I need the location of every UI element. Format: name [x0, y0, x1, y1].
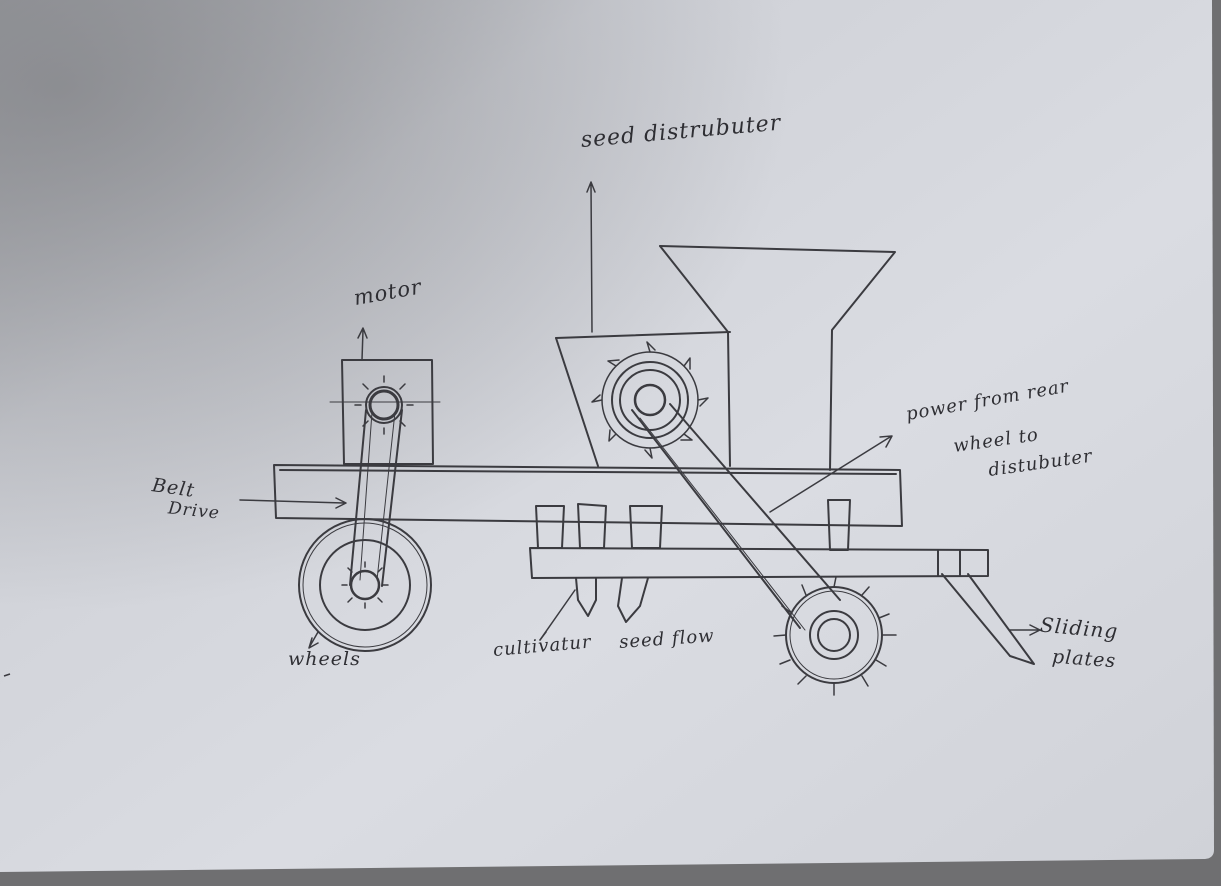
distributor-chain — [631, 403, 841, 631]
arrow-seed-distributer — [586, 181, 596, 333]
sliding-plate — [941, 573, 1035, 665]
label-wheels: wheels — [288, 648, 361, 670]
annotation-leaders — [239, 181, 1041, 649]
label-sliding-line2: plates — [1051, 645, 1117, 673]
belt-drive — [349, 409, 403, 587]
pencil-mark — [3, 673, 11, 677]
support-post — [827, 499, 851, 551]
arrow-wheels — [308, 631, 319, 649]
distributor-sprocket — [591, 341, 709, 459]
arrow-belt-drive — [239, 497, 347, 509]
paper-shadow — [0, 0, 1214, 872]
arrow-sliding — [1009, 624, 1041, 636]
arrow-power — [769, 435, 893, 513]
motor-box — [329, 359, 441, 465]
seed-tubes — [535, 503, 663, 623]
front-wheel — [298, 518, 432, 652]
rear-wheel — [773, 576, 897, 696]
seed-hopper — [555, 245, 896, 471]
arrow-motor — [357, 327, 368, 361]
